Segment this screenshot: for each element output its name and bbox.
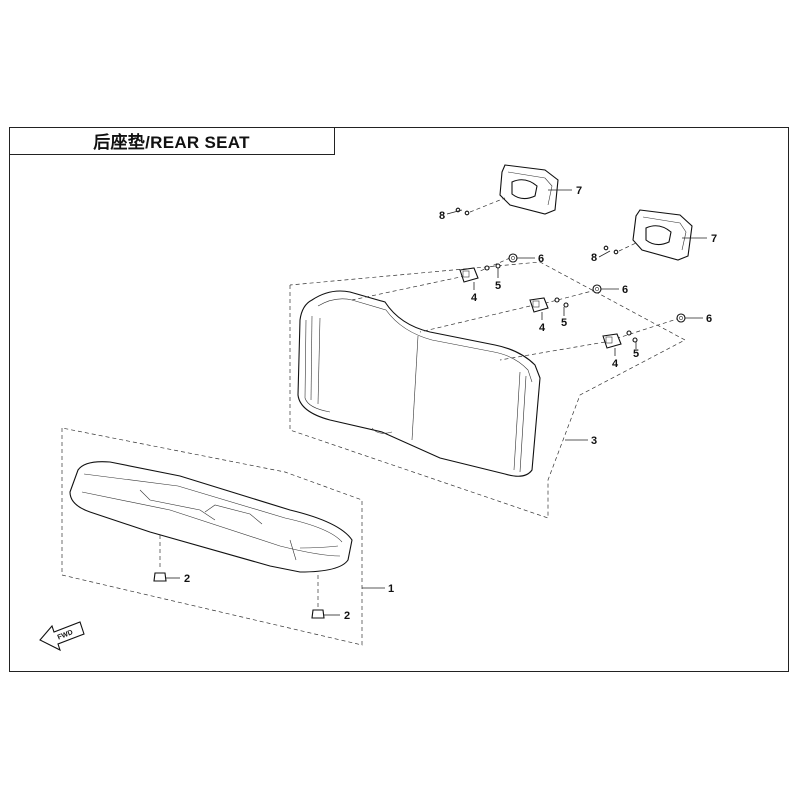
callout-2b: 2 [344,610,350,622]
seat-cushion [69,461,353,573]
backrest-guide-lines [351,257,681,361]
callout-4b: 4 [539,322,546,334]
cushion-fasteners [153,535,325,619]
screws-5 [484,263,638,343]
diagram-frame [9,127,789,672]
callout-5b: 5 [561,317,567,329]
title-box: 后座垫/REAR SEAT [9,127,335,155]
callout-7b: 7 [711,233,717,245]
callout-5c: 5 [633,348,639,360]
callout-4a: 4 [471,292,478,304]
screws-8 [455,197,639,255]
backrest-assembly-boundary [289,261,686,519]
bracket-4c [602,333,622,349]
callout-labels: 7 8 7 8 6 6 6 4 4 4 5 5 5 3 2 2 1 [184,185,717,622]
callout-5a: 5 [495,280,501,292]
page-title: 后座垫/REAR SEAT [93,133,250,152]
callout-6c: 6 [706,313,712,325]
callout-1: 1 [388,583,394,595]
bracket-4a [459,267,479,283]
bracket-4b [529,297,549,313]
callout-leaders [166,189,707,616]
callout-4c: 4 [612,358,619,370]
cushion-assembly-boundary [61,427,363,646]
callout-3: 3 [591,435,597,447]
callout-6a: 6 [538,253,544,265]
headrest-7b [632,209,693,261]
fwd-arrow-icon: FWD [39,621,85,652]
callout-2a: 2 [184,573,190,585]
callout-6b: 6 [622,284,628,296]
callout-7a: 7 [576,185,582,197]
backrest-cushion [297,290,541,477]
callout-8a: 8 [439,210,445,222]
headrest-7a [499,164,559,215]
callout-8b: 8 [591,252,597,264]
